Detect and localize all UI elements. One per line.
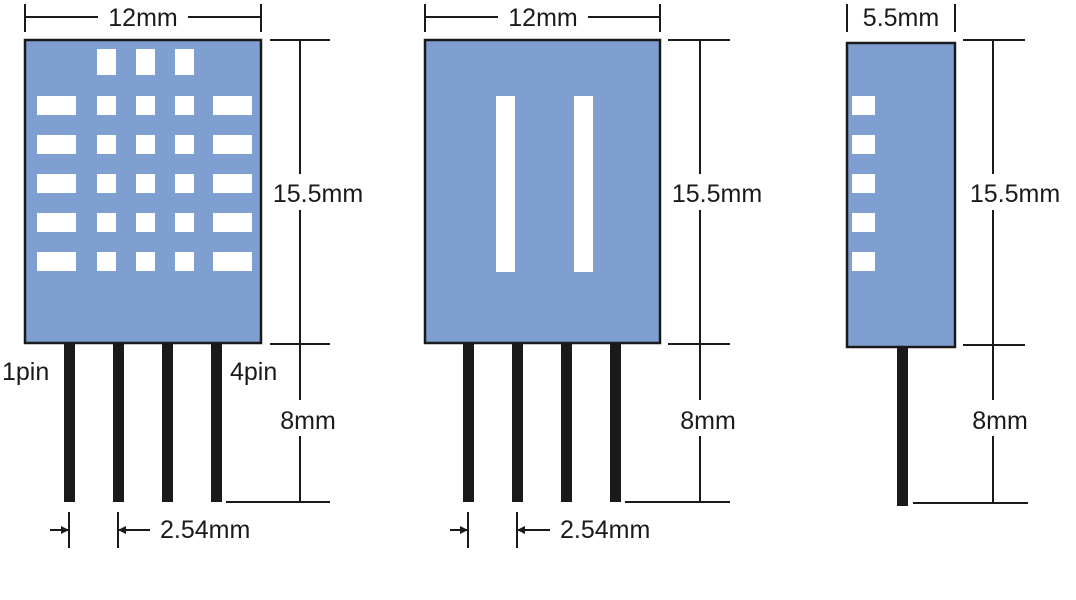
side-vent-column	[852, 96, 875, 271]
back-height-label: 15.5mm	[672, 180, 762, 208]
front-pitch-dimension: 2.54mm	[50, 512, 250, 548]
vent-row	[37, 213, 252, 232]
front-pin-length-label: 8mm	[280, 407, 336, 435]
back-width-dimension: 12mm	[424, 4, 661, 32]
pin-2	[512, 344, 523, 502]
back-view: 12mm 15.5mm 8mm	[423, 4, 762, 548]
vent-hole	[852, 174, 875, 193]
pin-1	[64, 344, 75, 502]
vent-hole	[852, 252, 875, 271]
back-slot-right	[574, 96, 593, 272]
pin-3	[561, 344, 572, 502]
front-pitch-label: 2.54mm	[160, 516, 250, 544]
vent-hole	[852, 213, 875, 232]
side-pin	[897, 348, 908, 506]
pin-4	[211, 344, 222, 502]
side-sensor-body	[845, 41, 957, 349]
vent-row	[37, 174, 252, 193]
side-height-label: 15.5mm	[970, 180, 1060, 208]
pin-3	[162, 344, 173, 502]
back-width-label: 12mm	[508, 4, 577, 32]
vent-row	[37, 96, 252, 115]
back-pitch-label: 2.54mm	[560, 516, 650, 544]
side-pin-length-dimension: 8mm	[913, 345, 1028, 504]
side-view: 5.5mm 15.5mm 8mm	[845, 4, 1060, 506]
back-slot-left	[496, 96, 515, 272]
vent-hole	[852, 135, 875, 154]
side-width-dimension: 5.5mm	[846, 4, 956, 32]
side-height-dimension: 15.5mm	[963, 39, 1060, 346]
back-sensor-body	[423, 38, 662, 345]
front-pin-length-dimension: 8mm	[226, 344, 336, 503]
front-width-label: 12mm	[108, 4, 177, 32]
front-pins	[64, 344, 222, 502]
front-height-dimension: 15.5mm	[270, 39, 363, 345]
front-vent-grid	[37, 49, 252, 271]
last-pin-label: 4pin	[230, 358, 277, 386]
front-view: 12mm	[2, 4, 363, 548]
vent-row	[37, 135, 252, 154]
back-height-dimension: 15.5mm	[668, 39, 762, 345]
vent-hole	[97, 49, 116, 75]
first-pin-label: 1pin	[2, 358, 49, 386]
vent-hole	[136, 49, 155, 75]
back-pin-length-label: 8mm	[680, 407, 736, 435]
back-pitch-dimension: 2.54mm	[450, 512, 650, 548]
pin-4	[610, 344, 621, 502]
back-pins	[463, 344, 621, 502]
side-width-label: 5.5mm	[863, 4, 939, 32]
vent-hole	[175, 49, 194, 75]
pin-1	[463, 344, 474, 502]
front-height-label: 15.5mm	[273, 180, 363, 208]
front-width-dimension: 12mm	[24, 4, 262, 32]
side-pin-length-label: 8mm	[972, 407, 1028, 435]
vent-row	[37, 252, 252, 271]
back-pin-length-dimension: 8mm	[625, 344, 736, 503]
vent-hole	[852, 96, 875, 115]
pin-2	[113, 344, 124, 502]
